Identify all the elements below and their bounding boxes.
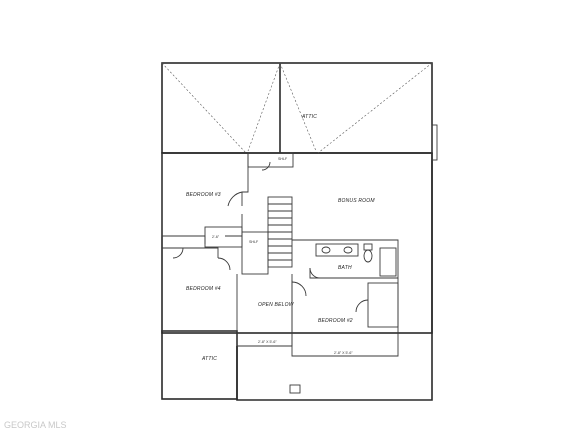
note-door-width: 2'-6" <box>212 235 220 239</box>
note-dimension-bedroom-4: 2'-8" X 5'-6" <box>258 340 277 344</box>
room-label-bedroom-3: BEDROOM #3 <box>186 192 221 198</box>
attic-roof-lines <box>161 62 433 154</box>
note-closet-shelf-top: SHLF <box>278 157 288 161</box>
room-label-bath: BATH <box>338 265 352 271</box>
watermark-logo: GEORGIA MLS <box>4 420 67 430</box>
note-dimension-bedroom-2: 2'-8" X 5'-6" <box>334 351 353 355</box>
exterior-walls <box>161 62 438 401</box>
room-label-attic-bottom: ATTIC <box>201 356 217 362</box>
room-label-bedroom-4: BEDROOM #4 <box>186 286 221 292</box>
interior-walls <box>161 152 399 394</box>
door-swings <box>172 161 369 313</box>
room-label-open-below: OPEN BELOW <box>258 302 295 308</box>
room-label-bedroom-2: BEDROOM #2 <box>318 318 353 324</box>
room-label-bonus-room: BONUS ROOM <box>338 198 375 204</box>
room-label-attic-top: ATTIC <box>301 114 317 120</box>
note-closet-shelf-mid: SHLF <box>249 240 259 244</box>
